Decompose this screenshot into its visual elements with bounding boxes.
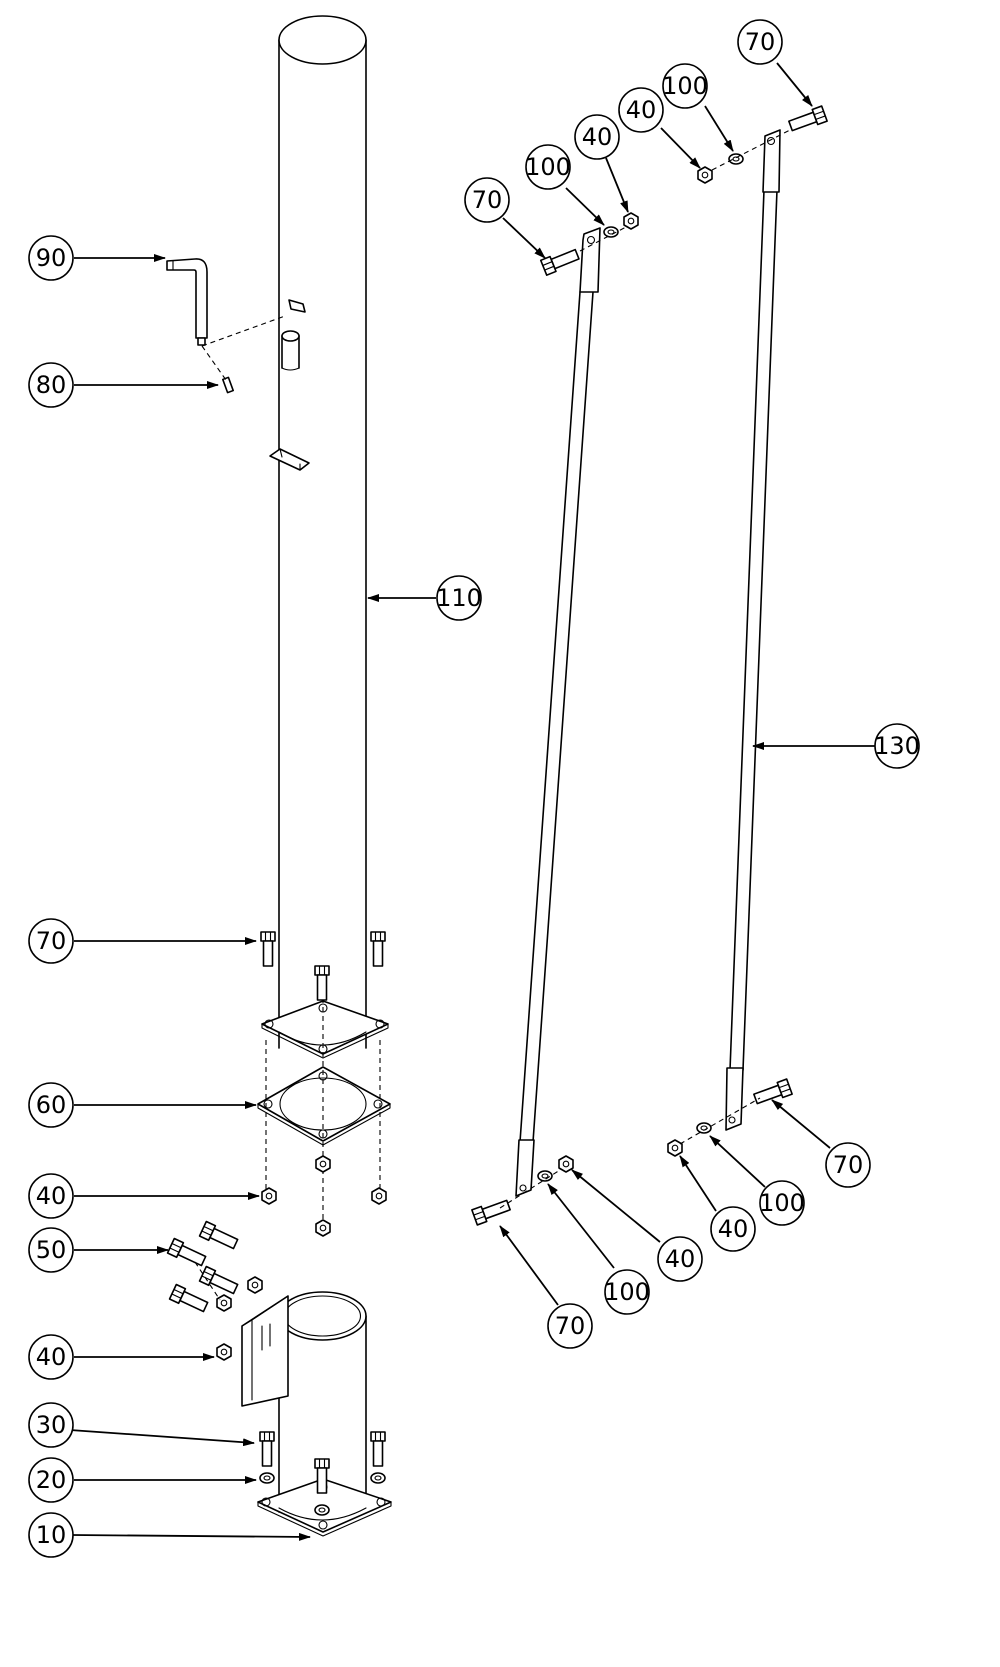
callout-100-brace-bottom-left: 100 (604, 1269, 650, 1315)
brace-rod-left (515, 227, 601, 1197)
callout-40-bracket-label: 40 (36, 1343, 67, 1371)
callout-60: 60 (28, 1082, 74, 1128)
callout-30: 30 (28, 1402, 74, 1448)
callout-70-bbr-label: 70 (833, 1151, 864, 1179)
flange-nuts (261, 1155, 387, 1237)
callout-70-brace-bottom-right: 70 (825, 1142, 871, 1188)
callout-100-brace-bottom-right: 100 (759, 1180, 805, 1226)
callout-20: 20 (28, 1457, 74, 1503)
callout-40-brace-bottom-left: 40 (657, 1236, 703, 1282)
callout-70-brace-top-left: 70 (464, 177, 510, 223)
callout-70-btl-label: 70 (472, 186, 503, 214)
leader-lines (69, 62, 876, 1541)
callout-130-label: 130 (874, 732, 920, 760)
callout-40-brace-bottom-right: 40 (710, 1206, 756, 1252)
callout-90-label: 90 (36, 244, 67, 272)
callout-80: 80 (28, 362, 74, 408)
callout-70-post-label: 70 (36, 927, 67, 955)
main-post-flange (261, 1000, 389, 1059)
callout-40-bbl-label: 40 (665, 1245, 696, 1273)
callout-80-label: 80 (36, 371, 67, 399)
callout-100-btl-label: 100 (525, 153, 571, 181)
callout-10: 10 (28, 1512, 74, 1558)
callout-40-btl-label: 40 (582, 123, 613, 151)
callout-70-btr-label: 70 (745, 28, 776, 56)
callout-100-brace-top-right: 100 (662, 63, 708, 109)
callout-70-brace-top-right: 70 (737, 19, 783, 65)
callout-100-bbl-label: 100 (604, 1278, 650, 1306)
gasket-plate (257, 1066, 391, 1146)
callout-40-flange: 40 (28, 1173, 74, 1219)
callout-90: 90 (28, 235, 74, 281)
callout-110-label: 110 (436, 584, 482, 612)
callout-10-label: 10 (36, 1521, 67, 1549)
callout-40-bbr-label: 40 (718, 1215, 749, 1243)
callout-40-bracket: 40 (28, 1334, 74, 1380)
alignment-lines-upper (265, 998, 381, 1220)
callout-50: 50 (28, 1227, 74, 1273)
callout-40-brace-top-left: 40 (574, 114, 620, 160)
callout-100-brace-top-left: 100 (525, 144, 571, 190)
loose-bolts-group (166, 1220, 263, 1361)
callout-100-btr-label: 100 (662, 72, 708, 100)
main-post-tube (269, 15, 367, 1049)
base-post (241, 1291, 367, 1513)
callout-50-label: 50 (36, 1236, 67, 1264)
callout-110: 110 (436, 575, 482, 621)
callout-30-label: 30 (36, 1411, 67, 1439)
callout-130: 130 (874, 723, 920, 769)
callout-70-bbl-label: 70 (555, 1312, 586, 1340)
callout-60-label: 60 (36, 1091, 67, 1119)
callout-40-btr-label: 40 (626, 96, 657, 124)
callout-40-flange-label: 40 (36, 1182, 67, 1210)
callout-20-label: 20 (36, 1466, 67, 1494)
callout-100-bbr-label: 100 (759, 1189, 805, 1217)
callout-70-brace-bottom-left: 70 (547, 1303, 593, 1349)
brace-hardware (471, 105, 828, 1226)
handle-pin (166, 258, 286, 394)
callout-40-brace-top-right: 40 (618, 87, 664, 133)
brace-rod-right (725, 129, 781, 1131)
callout-70-post: 70 (28, 918, 74, 964)
